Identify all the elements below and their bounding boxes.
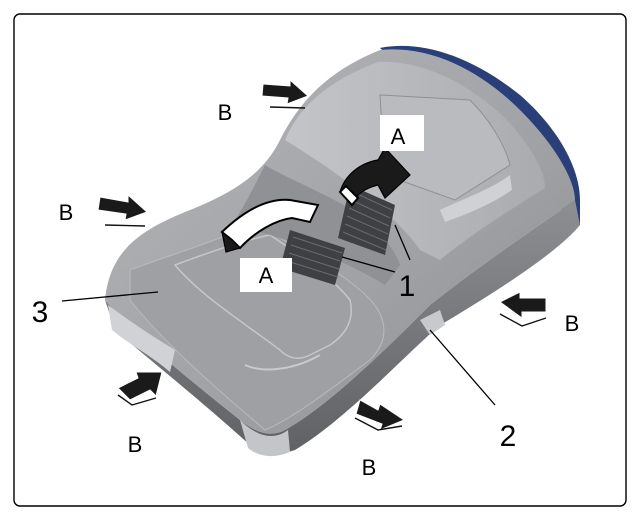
push-arrow-icon-bottom-left xyxy=(117,371,163,406)
label-box-a-right: A xyxy=(380,115,424,151)
lift-arrow-left xyxy=(220,198,320,253)
push-arrow-icon-left xyxy=(97,193,148,227)
label-a-right: A xyxy=(391,124,406,149)
label-b-top: B xyxy=(218,100,233,125)
callout-3: 3 xyxy=(32,296,49,329)
callout-1: 1 xyxy=(399,270,416,303)
device-housing xyxy=(105,45,580,457)
label-a-left: A xyxy=(259,263,274,288)
lift-arrow-right xyxy=(338,146,411,207)
label-b-left: B xyxy=(59,200,74,225)
callout-leaders xyxy=(61,224,496,406)
label-box-a-left: A xyxy=(240,258,292,292)
figure-frame xyxy=(13,13,627,507)
latch-ribs xyxy=(280,185,395,285)
label-b-right: B xyxy=(565,311,580,336)
callout-2: 2 xyxy=(500,420,517,453)
push-arrow-icon-bottom-center xyxy=(354,399,406,431)
label-b-bottom-left: B xyxy=(128,432,143,457)
push-arrow-icon-right xyxy=(499,291,547,327)
label-b-bottom-center: B xyxy=(362,455,377,480)
push-arrow-icon-top xyxy=(261,78,309,109)
